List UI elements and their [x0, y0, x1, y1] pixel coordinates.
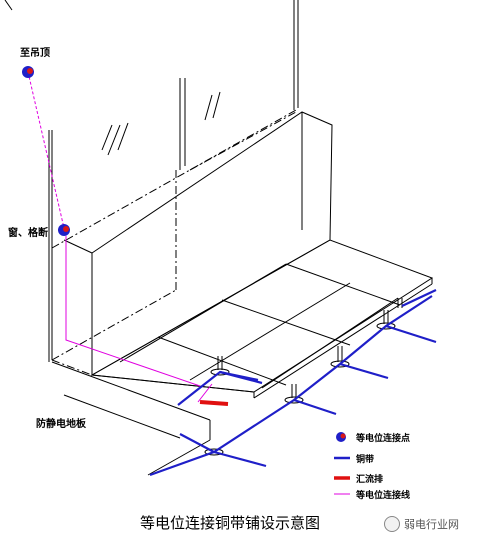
legend-point-label: 等电位连接点: [356, 434, 411, 444]
label-floor: 防静电地板: [36, 419, 86, 430]
watermark-text: 弱电行业网: [404, 518, 459, 531]
legend-symbols: [334, 432, 350, 495]
label-window: 窗、格断: [8, 228, 48, 239]
bonding-point-ceiling: [22, 66, 34, 78]
copper-strip-branch: [385, 324, 437, 344]
copper-strip-main: [149, 295, 433, 477]
busbar: [199, 400, 229, 406]
bond-wire-busbar: [197, 383, 213, 403]
legend-point-icon: [336, 432, 346, 442]
diagram-caption: 等电位连接铜带铺设示意图: [140, 514, 321, 532]
copper-strip-branch: [293, 398, 337, 416]
copper-strip-spur: [179, 433, 215, 453]
copper-strip-branch: [219, 370, 263, 385]
copper-strip-tail: [401, 289, 437, 307]
legend-busbar-label: 汇流排: [356, 475, 384, 485]
bond-wire-ceiling: [27, 71, 65, 229]
bonding-wires: [27, 71, 213, 403]
bonding-point-window: [58, 224, 70, 236]
legend-wire-label: 等电位连接线: [356, 491, 411, 501]
bond-wire-window: [65, 236, 201, 387]
legend-strip-label: 铜带: [356, 455, 375, 465]
room-structure: [4, 0, 434, 476]
copper-strip-branch: [339, 362, 389, 380]
copper-strips: [149, 289, 437, 477]
watermark-icon: [384, 516, 400, 532]
label-ceiling: 至吊顶: [20, 48, 50, 59]
copper-strip-branch: [213, 450, 267, 468]
